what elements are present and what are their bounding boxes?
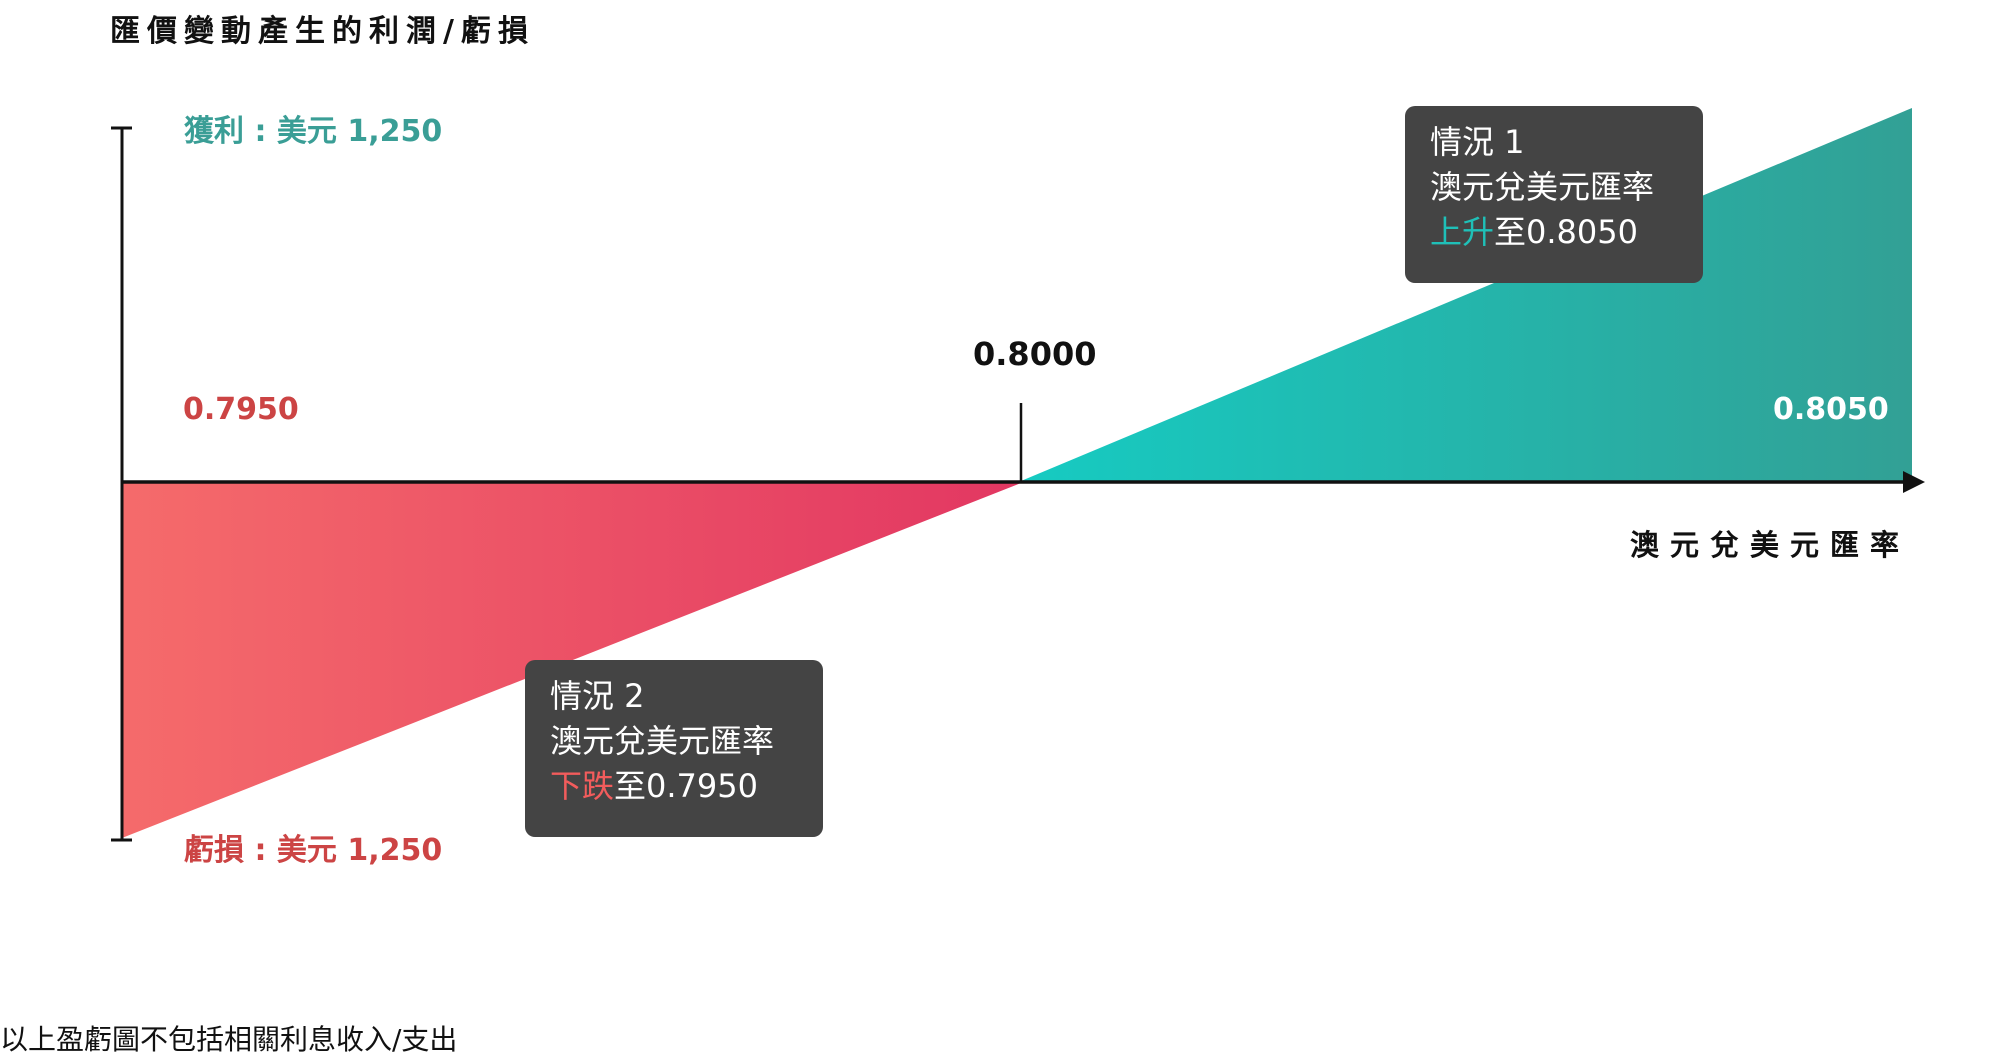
scenario-2-target: 至0.7950 — [614, 767, 758, 805]
chart-title: 匯價變動產生的利潤/虧損 — [110, 14, 535, 49]
x-low-label: 0.7950 — [183, 392, 299, 427]
footnote: 以上盈虧圖不包括相關利息收入/支出 — [0, 1023, 458, 1056]
x-axis-title: 澳元兌美元匯率 — [1630, 528, 1911, 562]
scenario-1-result: 上升至0.8050 — [1430, 210, 1679, 255]
scenario-1-direction: 上升 — [1430, 213, 1495, 251]
scenario-1-pair: 澳元兌美元匯率 — [1430, 168, 1655, 206]
scenario-1-callout: 情況 1 澳元兌美元匯率 上升至0.8050 — [1405, 106, 1703, 283]
scenario-2-result: 下跌至0.7950 — [550, 764, 799, 809]
scenario-2-direction: 下跌 — [550, 767, 615, 805]
scenario-2-title: 情況 2 — [550, 677, 645, 715]
x-high-label: 0.8050 — [1773, 392, 1889, 427]
max-loss-label: 虧損 : 美元 1,250 — [184, 833, 443, 868]
scenario-2-pair: 澳元兌美元匯率 — [550, 722, 775, 760]
scenario-1-target: 至0.8050 — [1494, 213, 1638, 251]
x-axis-arrow-icon — [1903, 471, 1925, 493]
scenario-2-callout: 情況 2 澳元兌美元匯率 下跌至0.7950 — [525, 660, 823, 837]
scenario-1-title: 情況 1 — [1430, 123, 1525, 161]
max-profit-label: 獲利 : 美元 1,250 — [184, 114, 443, 149]
x-mid-label: 0.8000 — [973, 335, 1097, 373]
